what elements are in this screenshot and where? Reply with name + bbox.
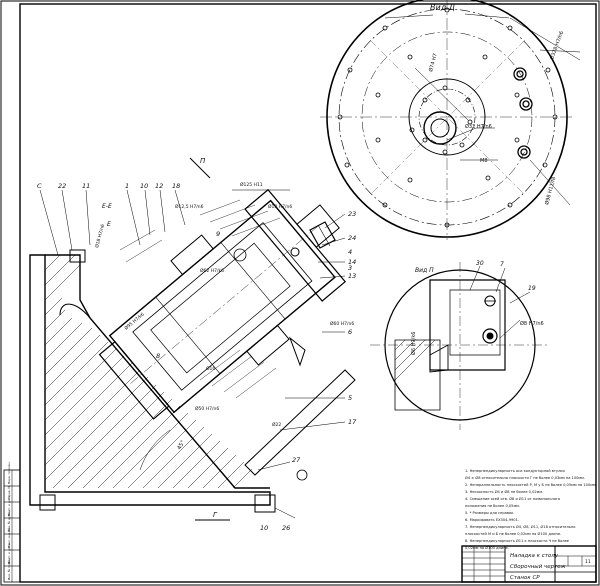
- callout: 3: [348, 264, 352, 272]
- margin-label: Перв. примен.: [7, 461, 11, 484]
- callout: 18: [172, 182, 180, 190]
- note-line: 2. Непараллельность плоскостей Р, М у Б …: [465, 483, 597, 487]
- margin-label: Подп. и дата: [7, 543, 11, 564]
- view-e-label: Е-Е: [102, 203, 112, 210]
- dim-label: Ø16: [206, 365, 215, 372]
- dim-label: Ø32 H7/n6: [465, 123, 492, 130]
- dim-label: Ø22: [272, 421, 281, 428]
- dim-label: Ø50 H7/n6: [195, 405, 219, 412]
- callout: 10: [140, 182, 148, 190]
- margin-label: Подп. и дата: [7, 495, 11, 516]
- dim-label: Ø60 H7/n6: [330, 320, 354, 327]
- dim-label: Ø62 H7/k6: [200, 267, 224, 274]
- arrow-p-label: П: [200, 157, 206, 165]
- view-d-label: Вид Д: [430, 3, 455, 12]
- callout: 27: [292, 456, 301, 464]
- callout: 1: [125, 182, 129, 190]
- title-block-sheets: 11: [585, 559, 591, 565]
- view-e-small: Е: [107, 221, 111, 228]
- callout: 4: [348, 248, 352, 256]
- sheet-inner-frame: [19, 3, 597, 583]
- main-section-view: 45° П Г Е-Е Е С 22 11 1: [29, 157, 357, 532]
- note-line: 7. Неперпендикулярность Ø4, Ø8, Ø11, Ø18…: [465, 524, 575, 529]
- callout: 8: [156, 352, 160, 360]
- callout: 22: [58, 182, 66, 190]
- note-line: 4. Смещение осей отв. Ø8 и Ø11 от номина…: [465, 496, 560, 501]
- note-line: 5. * Размеры для справок.: [465, 511, 515, 515]
- callout: 14: [348, 258, 356, 266]
- callout: 5: [348, 394, 352, 402]
- note-line: 3. Несоосность Ø4 и Ø8 не более 0,02мм.: [465, 489, 543, 494]
- callout: 23: [348, 210, 356, 218]
- note-line: 6. Маркировать ЕХ304-9901.: [465, 518, 519, 522]
- dim-label: Ø13 H7/n6: [268, 203, 292, 210]
- margin-label: Инв. № дубл.: [7, 511, 11, 532]
- title-block-doc-type: Сборочный чертеж: [510, 564, 566, 570]
- dim-label: Ø6 H7/k6: [410, 332, 417, 355]
- note-line: 1. Неперпендикулярность оси кондукторной…: [465, 469, 566, 473]
- title-block: [461, 545, 597, 583]
- callout: 24: [348, 234, 356, 242]
- dim-label: Ø328 H7/h6: [548, 30, 565, 61]
- arrow-g-label: Г: [213, 511, 218, 519]
- callout: 13: [348, 272, 356, 280]
- margin-label: Инв. № подл.: [7, 559, 11, 580]
- callout: 10: [260, 524, 268, 532]
- left-margin-strip: Перв. примен. Справ. № Подп. и дата Инв.…: [3, 461, 21, 583]
- callout: 9: [216, 230, 220, 238]
- view-p-label: Вид П: [415, 267, 434, 274]
- margin-label: Справ. №: [7, 485, 11, 500]
- title-block-title: Наладка к столу: [510, 553, 559, 559]
- dim-label: Ø125 H11: [240, 181, 263, 188]
- view-d: Вид Д: [320, 0, 581, 240]
- callout-circle-marker: [296, 469, 308, 481]
- margin-label: Взам. инв. №: [7, 528, 11, 548]
- callout: 7: [500, 261, 504, 268]
- callout: 19: [528, 285, 536, 292]
- dim-label: Ø74 H7: [427, 53, 439, 73]
- dim-label: Ø8 H7/n6: [520, 320, 544, 327]
- view-p: Вид П 30 7 19 Ø8 H7/n6 Ø6 H7/k6: [370, 260, 550, 430]
- callout: 11: [82, 182, 90, 190]
- technical-notes: 1. Неперпендикулярность оси кондукторной…: [465, 469, 597, 550]
- note-line: 8. Неперпендикулярность Ø11 к плоскости …: [465, 538, 570, 543]
- callout: 30: [476, 260, 484, 267]
- dim-angle: 45°: [177, 439, 187, 451]
- title-block-material: Станок СР: [510, 575, 540, 581]
- callout: С: [37, 182, 42, 190]
- note-line: положения не более 0,05мм.: [465, 504, 520, 508]
- callout: 12: [155, 182, 163, 190]
- dim-label: Ø12,5 H7/n6: [175, 203, 204, 210]
- callout: 17: [348, 418, 357, 426]
- callout: 26: [282, 524, 290, 532]
- dim-label: М8: [480, 158, 488, 164]
- note-line: Ø4 ± Ø8 относительно плоскости Г не боле…: [465, 475, 585, 480]
- dim-label: Ø18 H7/n6: [93, 223, 106, 248]
- callout: 6: [348, 328, 352, 336]
- note-line: 0,02мм на Ø100 длине.: [465, 545, 509, 550]
- dim-label: Ø98 H11/f8: [543, 176, 557, 205]
- note-line: плоскостей М и Б не более 0,02мм на Ø100…: [465, 531, 561, 536]
